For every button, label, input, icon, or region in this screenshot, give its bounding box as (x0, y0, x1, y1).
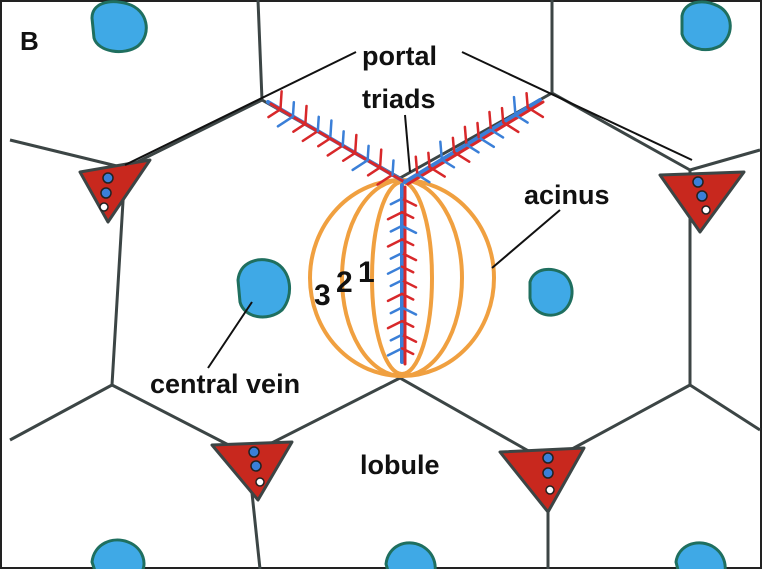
vessel-segment (305, 106, 306, 124)
vessel-segment (393, 160, 394, 174)
vessel-segment (527, 93, 528, 107)
vessel-segment (440, 142, 441, 160)
zone-label-3: 3 (314, 279, 331, 312)
vessel-segment (280, 91, 281, 109)
vessel-segment (416, 157, 417, 175)
vessel-segment (489, 112, 490, 130)
vessel-segment (502, 108, 503, 122)
vessel-segment (380, 150, 381, 168)
central-vein-shape (682, 2, 730, 50)
vessel-segment (428, 153, 429, 167)
central-vein-shape (92, 2, 146, 52)
vessel-segment (318, 117, 319, 131)
vessel-segment (453, 138, 454, 152)
vessel-segment (477, 123, 478, 137)
central-vein-shape (238, 260, 290, 317)
vessel-segment (293, 102, 294, 116)
vessel-segment (330, 121, 331, 139)
label-triads: triads (362, 84, 436, 114)
label-acinus: acinus (524, 180, 610, 210)
vessel-segment (355, 135, 356, 153)
vessel-segment (343, 131, 344, 145)
label-central-vein: central vein (150, 369, 300, 399)
central-vein-shape (530, 269, 572, 315)
zone-label-1: 1 (358, 256, 375, 289)
zone-label-2: 2 (336, 266, 353, 299)
label-lobule: lobule (360, 450, 440, 480)
panel-letter: B (20, 26, 39, 56)
vessel-segment (368, 146, 369, 160)
vessel-segment (465, 127, 466, 145)
label-portal: portal (362, 41, 437, 71)
vessel-segment (514, 97, 515, 115)
